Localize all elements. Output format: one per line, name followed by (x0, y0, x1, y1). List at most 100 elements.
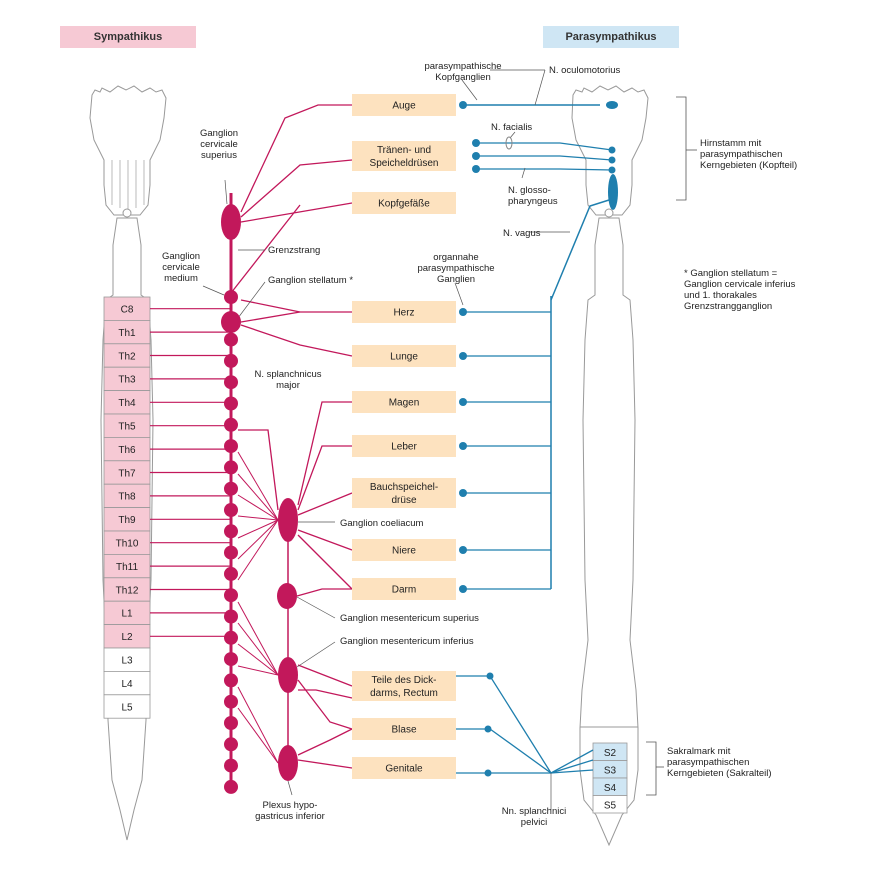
trunk-ganglion (224, 524, 238, 539)
organ-box-leber (352, 435, 456, 457)
segment-label: Th3 (118, 375, 136, 386)
organ-label: Lunge (390, 352, 418, 363)
n-vagus (550, 199, 610, 301)
leader (454, 282, 464, 306)
leader (296, 641, 336, 668)
organ-label: Blase (391, 725, 416, 736)
label-n-glossopharyngeus: N. glosso- (508, 185, 551, 196)
label-ganglion-cervicale-superius: superius (201, 150, 237, 161)
segment-label: L2 (121, 632, 133, 643)
kopfganglion (472, 139, 480, 147)
ganglion-coeliacum (278, 498, 298, 542)
label-ganglion-mesentericum-superius: Ganglion mesentericum superius (340, 613, 479, 624)
trunk-to-coeliacum (237, 451, 279, 521)
para-line-kopf (476, 168, 613, 171)
organ-label: Genitale (385, 764, 423, 775)
trunk-ganglion (224, 460, 238, 475)
nucleus-salivatorius (608, 146, 616, 154)
label-hirnstamm: parasympathischen (700, 149, 782, 160)
leader (509, 131, 516, 139)
trunk-ganglion (224, 439, 238, 454)
segment-l5 (103, 694, 151, 719)
trunk-ganglion (224, 481, 238, 496)
label-footnote: Grenzstrangganglion (684, 301, 772, 312)
label-organnahe-ganglien: organnahe (433, 252, 478, 263)
label-ganglion-stellatum: Ganglion stellatum * (268, 275, 353, 286)
label-footnote: Ganglion cervicale inferius (684, 279, 796, 290)
segment-label: S2 (604, 748, 617, 759)
organ-label: Niere (392, 546, 416, 557)
bracket-hirnstamm (676, 96, 687, 201)
organ-box-dickdarm-rectum (352, 671, 456, 701)
label-plexus-hypogastricus: Plexus hypo- (263, 800, 318, 811)
kopfganglion (472, 165, 480, 173)
trunk-ganglion (224, 716, 238, 730)
symp-line-dickdarm-2 (298, 689, 353, 699)
symp-line-pankreas (297, 492, 353, 516)
trunk-to-mes-inf (237, 622, 279, 676)
symp-line-blase (297, 679, 353, 730)
segment-label: Th4 (118, 398, 136, 409)
label-ganglion-mesentericum-inferius: Ganglion mesentericum inferius (340, 636, 474, 647)
symp-line-traenen (240, 159, 353, 218)
symp-line-kopfgefaesse (240, 202, 353, 223)
trunk-to-coeliacum (237, 494, 279, 521)
label-n-facialis: N. facialis (491, 122, 532, 133)
organ-box-genitale (352, 757, 456, 779)
label-ganglion-cervicale-medium: Ganglion (162, 251, 200, 262)
bracket-sakralmark (646, 741, 657, 796)
label-ganglion-cervicale-medium: medium (164, 273, 198, 284)
symp-line-leber (297, 445, 352, 511)
organ-box-lunge (352, 345, 456, 367)
organ-label: Darm (392, 585, 416, 596)
label-n-glossopharyngeus: pharyngeus (508, 196, 558, 207)
organnahes-ganglion (459, 352, 467, 360)
organnahes-ganglion (459, 489, 467, 497)
para-line-kopf (476, 142, 613, 151)
symp-line-magen (297, 401, 352, 506)
label-kopfganglien: parasympathische (424, 61, 501, 72)
n-splanchnici-pelvici-genitale (456, 769, 594, 774)
organ-box-darm (352, 578, 456, 600)
trunk-to-coeliacum (237, 473, 279, 521)
trunk-ganglion (224, 630, 238, 645)
organnahes-ganglion (486, 672, 494, 680)
plexus-hypogastricus-inferior (278, 745, 298, 781)
leader (521, 167, 526, 179)
trunk-ganglion (224, 290, 238, 304)
organ-box-niere (352, 539, 456, 561)
symp-line-herz-2 (240, 299, 301, 313)
organnahes-ganglion (459, 546, 467, 554)
label-hirnstamm: Hirnstamm mit (700, 138, 762, 149)
trunk-to-mes-inf (237, 643, 279, 676)
leader (296, 596, 336, 619)
facialis-ganglion-marker (505, 136, 513, 150)
label-plexus-hypogastricus: gastricus inferior (255, 811, 325, 822)
organ-box-kopfgefaesse (352, 192, 456, 214)
segment-label: Th11 (116, 562, 138, 573)
segment-label: S3 (604, 766, 617, 777)
trunk-to-plexus (237, 686, 279, 764)
segment-label: S5 (604, 801, 617, 812)
organ-box-blase (352, 718, 456, 740)
trunk-to-plexus (237, 707, 279, 764)
trunk-ganglion (224, 779, 238, 794)
trunk-to-coeliacum (237, 519, 279, 581)
organnahes-ganglion (459, 308, 467, 316)
leader (534, 69, 546, 106)
segment-label: L3 (121, 656, 133, 667)
label-n-oculomotorius: N. oculomotorius (549, 65, 621, 76)
leader (237, 281, 266, 319)
label-sakralmark: Kerngebieten (Sakralteil) (667, 768, 772, 779)
segment-label: C8 (121, 305, 134, 316)
ganglion-mesentericum-superius (277, 583, 297, 609)
label-ganglion-cervicale-superius: Ganglion (200, 128, 238, 139)
n-splanchnici-pelvici-blase (456, 728, 594, 774)
ganglion-stellatum (221, 311, 241, 333)
symp-line-herz (240, 311, 352, 323)
symp-line-lunge (240, 324, 353, 357)
ganglion-ciliare (459, 101, 467, 109)
header-sympathikus: Sympathikus (60, 26, 196, 48)
organ-label: Kopfgefäße (378, 199, 430, 210)
